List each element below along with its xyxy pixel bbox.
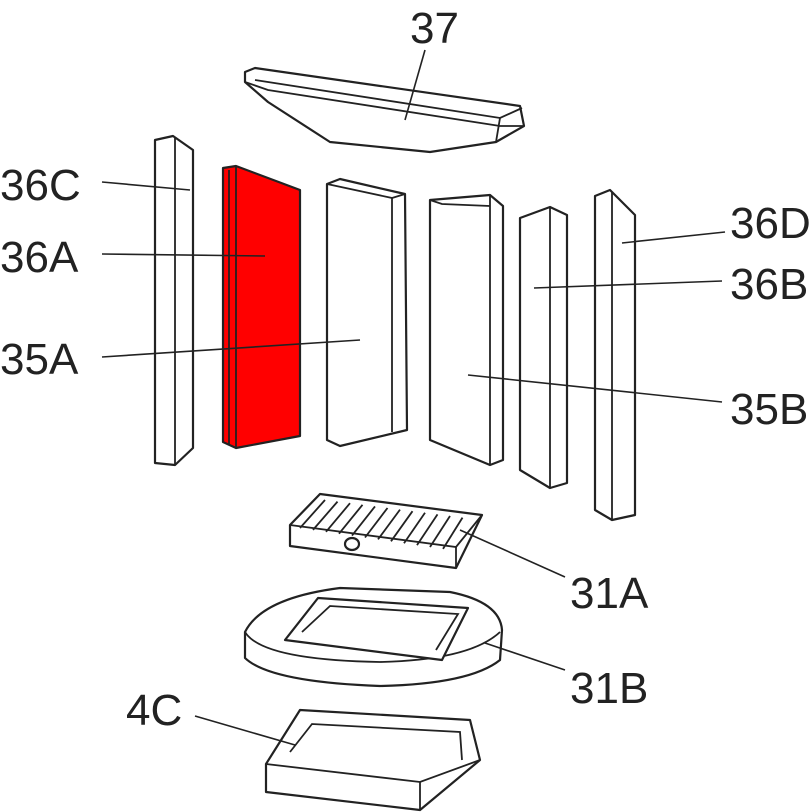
- grate-bar: [351, 505, 376, 537]
- part-37-baffle[interactable]: [243, 66, 526, 154]
- part-36D-side-brick[interactable]: [593, 188, 637, 522]
- grate-bar: [364, 507, 389, 539]
- grate-bar: [390, 510, 414, 542]
- part-36B-side-brick[interactable]: [518, 205, 569, 490]
- label-36D: 36D: [730, 199, 811, 248]
- label-36C: 36C: [0, 161, 81, 210]
- part-35B-back-brick[interactable]: [428, 193, 505, 467]
- grate-bar: [429, 515, 451, 548]
- label-31A: 31A: [570, 569, 649, 618]
- grate-bar: [299, 499, 326, 529]
- label-36B: 36B: [730, 260, 808, 309]
- label-4C: 4C: [126, 686, 182, 735]
- grate-bar: [442, 517, 464, 550]
- grate-bar: [403, 512, 426, 544]
- label-31B: 31B: [570, 664, 648, 713]
- part-35A-back-brick[interactable]: [325, 177, 409, 448]
- label-37: 37: [410, 4, 459, 53]
- grate-bar: [377, 509, 401, 540]
- grate-bar: [338, 504, 364, 535]
- label-35B: 35B: [730, 385, 808, 434]
- part-4C-ash-pan[interactable]: [264, 708, 482, 812]
- grate-bar: [416, 513, 439, 546]
- part-31B-base-plate[interactable]: [243, 586, 504, 688]
- grate-bar: [312, 501, 339, 531]
- part-31A-grate[interactable]: [288, 492, 484, 570]
- part-36C-side-brick[interactable]: [153, 134, 195, 467]
- label-36A: 36A: [0, 233, 79, 282]
- grate-bar: [325, 502, 351, 533]
- label-35A: 35A: [0, 335, 79, 384]
- leader-lines: [101, 49, 726, 746]
- part-36A-side-brick-highlighted[interactable]: [221, 164, 302, 450]
